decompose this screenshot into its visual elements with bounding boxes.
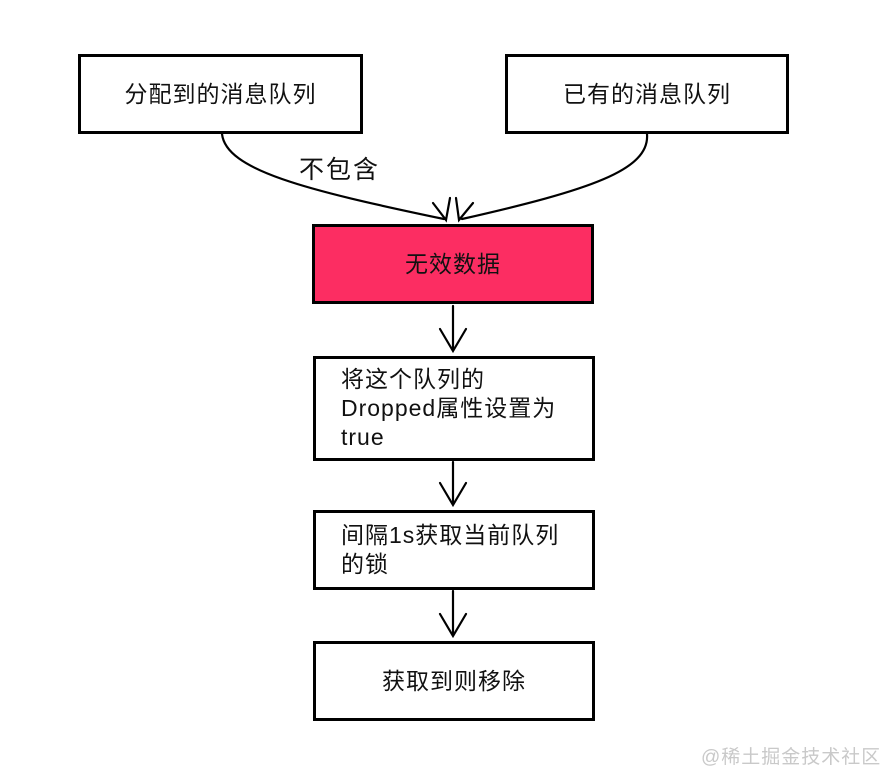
arrowhead-assigned-to-invalid [431,196,452,223]
node-assigned-queue: 分配到的消息队列 [78,54,363,134]
node-existing-queue: 已有的消息队列 [505,54,789,134]
arrowhead-invalid-to-dropped [438,327,468,354]
arrowhead-existing-to-invalid [454,196,475,223]
node-remove-on-lock: 获取到则移除 [313,641,595,721]
node-acquire-lock: 间隔1s获取当前队列 的锁 [313,510,595,590]
edge-label-not-contains: 不包含 [299,156,381,184]
edge-assigned-to-invalid [220,132,446,221]
arrowhead-dropped-to-lock [438,481,468,508]
edge-existing-to-invalid [460,132,649,221]
arrowhead-lock-to-remove [438,612,468,639]
watermark: @稀土掘金技术社区 [701,747,882,768]
node-invalid-data: 无效数据 [312,224,594,304]
node-set-dropped-true: 将这个队列的 Dropped属性设置为 true [313,356,595,461]
